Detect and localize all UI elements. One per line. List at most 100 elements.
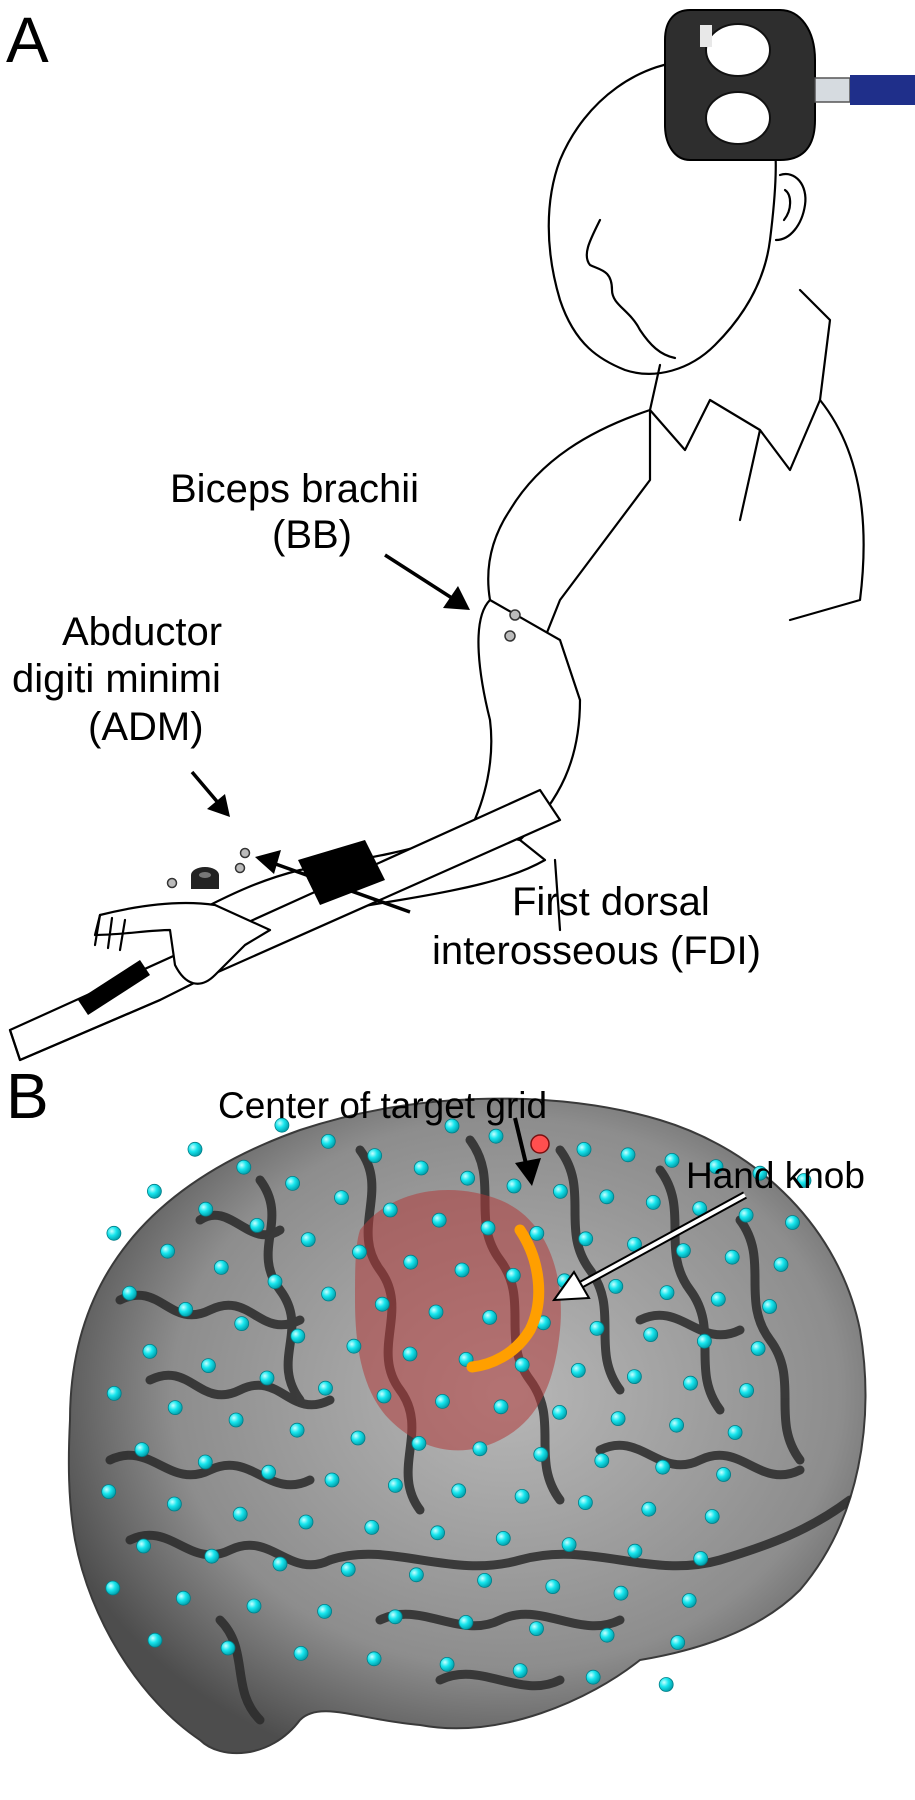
grid-dot [374, 1296, 390, 1312]
fdi-electrode-2 [234, 862, 246, 874]
grid-dot [318, 1380, 333, 1396]
grid-dot [160, 1243, 176, 1259]
grid-dot [317, 1604, 333, 1619]
grid-dot [659, 1285, 675, 1300]
grid-dot [495, 1531, 511, 1546]
panel-a-letter: A [6, 4, 49, 76]
grid-dot [352, 1244, 367, 1260]
grid-dot [683, 1375, 698, 1391]
arrow-bb [384, 553, 470, 610]
grid-dot [367, 1148, 383, 1163]
grid-dot [259, 1370, 275, 1386]
grid-dot [773, 1257, 789, 1272]
grid-dot [704, 1509, 720, 1524]
brain-surface [67, 1097, 867, 1755]
grid-dot [236, 1159, 252, 1175]
grid-dot [620, 1147, 636, 1163]
grid-dot [627, 1369, 642, 1384]
label-bb-line2: (BB) [272, 513, 352, 557]
grid-dot [512, 1663, 528, 1678]
grid-dot [762, 1299, 777, 1314]
grid-dot [261, 1464, 277, 1480]
upper-arm [468, 598, 582, 842]
grid-dot [589, 1321, 605, 1336]
grid-dot [267, 1274, 283, 1289]
grid-dot [681, 1593, 697, 1608]
grid-dot [430, 1525, 446, 1541]
grid-dot [293, 1646, 309, 1661]
grid-dot [552, 1405, 567, 1420]
grid-dot [505, 1268, 521, 1283]
grid-dot [472, 1441, 488, 1457]
grid-dot [514, 1357, 530, 1373]
grid-dot [220, 1640, 236, 1656]
grid-dot [669, 1417, 684, 1433]
hand [93, 901, 272, 985]
grid-dot [136, 1538, 152, 1554]
grid-dot [289, 1422, 305, 1438]
grid-dot [106, 1225, 122, 1241]
grid-dot [514, 1489, 530, 1504]
grid-dot [693, 1551, 709, 1566]
grid-dot [324, 1472, 340, 1488]
grid-dot [739, 1383, 754, 1398]
grid-dot [482, 1310, 498, 1325]
adm-electrode [166, 877, 178, 889]
label-center-of-grid: Center of target grid [218, 1085, 547, 1126]
grid-dot [716, 1467, 731, 1482]
label-fdi-line1: First dorsal [512, 880, 710, 924]
grid-dot [411, 1436, 427, 1451]
grid-dot [477, 1573, 493, 1588]
grid-dot [334, 1190, 349, 1205]
table [8, 788, 562, 1062]
label-adm-line2: digiti minimi [12, 657, 221, 701]
grid-dot [431, 1212, 447, 1228]
grid-dot [585, 1669, 601, 1685]
tms-coil [664, 9, 915, 161]
grid-dot [708, 1159, 724, 1174]
grid-dot [101, 1484, 117, 1499]
grid-dot [529, 1621, 544, 1636]
grid-dot [387, 1478, 403, 1493]
grid-dot [249, 1218, 265, 1233]
grid-dot [608, 1279, 624, 1294]
arrow-center [513, 1117, 541, 1186]
grid-dot [175, 1590, 191, 1606]
grid-dot [553, 1184, 568, 1199]
bb-electrode-2 [504, 630, 516, 642]
grid-dot [234, 1316, 250, 1331]
panel-a: A [6, 4, 915, 1062]
grid-dot [796, 1173, 812, 1188]
grid-dot [458, 1615, 474, 1630]
grid-dot [578, 1495, 593, 1510]
grid-dot [228, 1412, 244, 1428]
grid-dot [428, 1304, 444, 1320]
grid-dot [167, 1400, 183, 1415]
grid-dot [413, 1160, 429, 1176]
grid-dot [578, 1231, 594, 1247]
sulci [105, 1135, 855, 1725]
grid-center-dot [530, 1134, 550, 1154]
grid-dot [545, 1579, 561, 1594]
grid-dot [290, 1328, 306, 1344]
arrow-hand-knob [551, 1191, 747, 1302]
grid-dot [655, 1459, 671, 1475]
grid-dot [664, 1153, 680, 1168]
grid-dot [576, 1142, 592, 1157]
grid-dot [320, 1134, 336, 1149]
grid-dot [613, 1585, 629, 1601]
grid-dot [366, 1651, 382, 1667]
grid-dot [106, 1386, 122, 1401]
grid-dot [246, 1598, 262, 1614]
grid-dot [710, 1291, 726, 1307]
grid-dot [274, 1117, 290, 1133]
arrow-adm [190, 770, 230, 817]
label-adm-line3: (ADM) [88, 705, 204, 749]
grid-dot [198, 1201, 214, 1217]
grid-dot [272, 1556, 288, 1572]
grid-dot [178, 1302, 194, 1317]
bb-electrode-1 [509, 609, 521, 621]
grid-dot [439, 1657, 455, 1672]
grid-dot [724, 1249, 740, 1265]
grid-dot [403, 1254, 419, 1270]
